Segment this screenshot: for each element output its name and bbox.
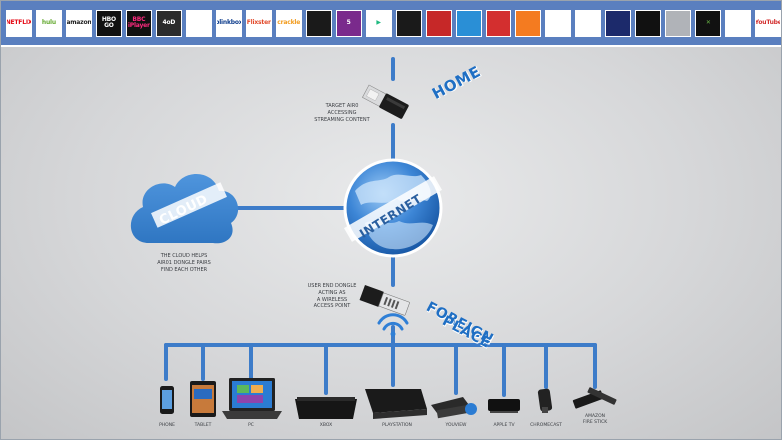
- amazon-fire-stick-icon: [572, 387, 617, 409]
- cloud-service-logo: [185, 9, 212, 37]
- blue-circle-logo: [455, 9, 482, 37]
- xbox-console-icon: [295, 397, 357, 419]
- foreign-description: USER END DONGLE ACTING AS A WIRELESS ACC…: [307, 283, 357, 310]
- bbc-iplayer-logo: BBC iPlayer: [125, 9, 152, 37]
- internet-globe-icon: [343, 158, 443, 258]
- blinkbox-logo: blinkbox: [215, 9, 242, 37]
- home-dongle-icon: [362, 84, 409, 119]
- device-label-playstation: PLAYSTATION: [382, 423, 412, 428]
- phone-icon: [160, 386, 174, 414]
- cloud-description: THE CLOUD HELPS AIR01 DONGLE PAIRS FIND …: [157, 253, 211, 273]
- home-description: TARGET AIR0 ACCESSING STREAMING CONTENT: [314, 103, 370, 123]
- device-label-chromecast: CHROMECAST: [530, 423, 562, 428]
- youview-box-icon: [431, 397, 477, 419]
- tablet-icon: [190, 381, 216, 417]
- hulu-logo: hulu: [35, 9, 62, 37]
- hbo-go-logo: HBO GO: [95, 9, 122, 37]
- amazon-logo: amazon: [65, 9, 92, 37]
- 4od-logo: 4oD: [155, 9, 182, 37]
- wifi-signal-icon: [377, 313, 409, 337]
- red-badge-logo: [485, 9, 512, 37]
- device-label-amazon-fire-stick: AMAZON FIRE STICK: [582, 414, 608, 425]
- device-label-tablet: TABLET: [194, 423, 212, 428]
- device-label-apple-tv: APPLE TV: [493, 423, 515, 428]
- device-label-pc: PC: [248, 423, 254, 428]
- device-label-phone: PHONE: [159, 423, 175, 428]
- youtube-logo: YouTube: [755, 9, 781, 37]
- pc-laptop-icon: [222, 378, 282, 419]
- google-play-logo: ▶: [365, 9, 392, 37]
- connection-lines: [164, 57, 597, 397]
- chromecast-icon: [537, 388, 553, 413]
- apple-tv-icon: [488, 399, 520, 413]
- dark-arrow-logo: [635, 9, 662, 37]
- cloud-icon: [130, 173, 239, 244]
- flixster-logo: Flixster: [245, 9, 272, 37]
- playstation-logo: [605, 9, 632, 37]
- crackle-logo: crackle: [275, 9, 302, 37]
- dark-service-logo: [305, 9, 332, 37]
- white-service-logo: [575, 9, 602, 37]
- red-white-logo: [725, 9, 752, 37]
- device-label-youview: YOUVIEW: [445, 423, 467, 428]
- black-service-logo: [395, 9, 422, 37]
- orange-service-logo: [515, 9, 542, 37]
- netflix-logo: NETFLIX: [6, 9, 32, 37]
- foreign-dongle-icon: [359, 285, 410, 316]
- blue-text-logo: [545, 9, 572, 37]
- device-label-xbox: XBOX: [319, 423, 333, 428]
- red-service-logo: [425, 9, 452, 37]
- playstation-console-icon: [365, 389, 427, 419]
- xbox-logo: ✕: [695, 9, 722, 37]
- gray-service-logo: [665, 9, 692, 37]
- channel5-logo: 5: [335, 9, 362, 37]
